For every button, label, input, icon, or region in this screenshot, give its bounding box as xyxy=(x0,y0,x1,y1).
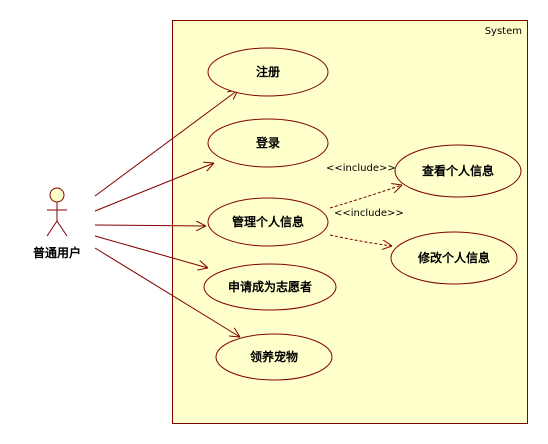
actor-left-leg xyxy=(46,220,58,237)
usecase-register[interactable]: 注册 xyxy=(207,47,329,97)
association-manage-info xyxy=(94,225,206,226)
association-login xyxy=(94,163,214,212)
usecase-apply-volunteer[interactable]: 申请成为志愿者 xyxy=(203,263,337,311)
usecase-view-info-label: 查看个人信息 xyxy=(421,163,494,178)
usecase-edit-info-label: 修改个人信息 xyxy=(417,250,490,265)
association-apply-volunteer xyxy=(94,235,208,268)
usecase-register-label: 注册 xyxy=(256,64,280,79)
usecase-edit-info-shape xyxy=(390,231,518,285)
usecase-apply-volunteer-label: 申请成为志愿者 xyxy=(228,279,312,294)
usecase-login-label: 登录 xyxy=(255,135,280,150)
usecase-apply-volunteer-shape xyxy=(203,263,337,311)
include-view-label: <<include>> xyxy=(326,163,396,174)
association-register xyxy=(94,90,238,197)
usecase-login[interactable]: 登录 xyxy=(207,118,329,168)
include-edit-line xyxy=(329,234,392,246)
usecase-manage-info-label: 管理个人信息 xyxy=(232,214,304,229)
include-edit-label: <<include>> xyxy=(334,208,404,219)
usecase-edit-info[interactable]: 修改个人信息 xyxy=(390,231,518,285)
usecase-adopt-pet-shape xyxy=(215,333,333,381)
usecase-view-info-shape xyxy=(394,144,522,198)
usecase-adopt-pet-label: 领养宠物 xyxy=(250,349,298,364)
usecase-register-shape xyxy=(207,47,329,97)
usecase-view-info[interactable]: 查看个人信息 xyxy=(394,144,522,198)
usecase-manage-info-shape xyxy=(207,197,329,247)
actor-right-leg xyxy=(56,220,68,237)
usecase-adopt-pet[interactable]: 领养宠物 xyxy=(215,333,333,381)
actor-label: 普通用户 xyxy=(33,245,81,260)
actor-head xyxy=(49,187,65,203)
include-view-line xyxy=(329,185,402,209)
usecase-manage-info[interactable]: 管理个人信息 xyxy=(207,197,329,247)
usecase-login-shape xyxy=(207,118,329,168)
associations xyxy=(94,90,240,337)
system-label: System xyxy=(485,26,522,37)
association-adopt-pet xyxy=(94,247,240,337)
include-relations: <<include>> <<include>> xyxy=(326,163,404,246)
actor-ordinary-user[interactable]: 普通用户 xyxy=(33,187,81,260)
